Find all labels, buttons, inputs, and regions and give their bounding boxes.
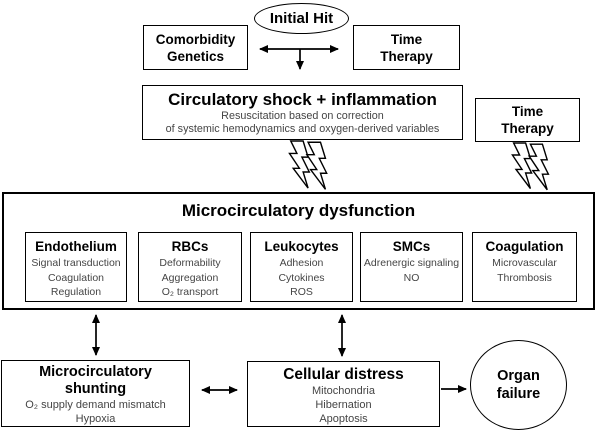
circulatory-shock-subtitle-line1: Resuscitation based on correction [221, 110, 384, 122]
leukocytes-item: ROS [290, 286, 313, 298]
cellular-distress-box: Cellular distress Mitochondria Hibernati… [247, 361, 440, 427]
rbcs-title: RBCs [171, 239, 209, 254]
comorbidity-genetics-box: Comorbidity Genetics [143, 25, 248, 70]
organ-failure-line1: Organ [497, 368, 540, 384]
time-therapy-right-line1: Time [511, 104, 544, 119]
microcirculatory-shunting-box: Microcirculatory shunting O₂ supply dema… [1, 360, 190, 427]
smcs-item: NO [403, 271, 420, 284]
cellular-distress-item: Mitochondria [312, 385, 375, 397]
leukocytes-item: Cytokines [278, 271, 325, 284]
leukocytes-title: Leukocytes [264, 239, 339, 254]
initial-hit-label: Initial Hit [269, 10, 334, 27]
organ-failure-node: Organ failure [470, 340, 567, 430]
coagulation-item: Thrombosis [497, 271, 552, 284]
smcs-box: SMCs Adrenergic signaling NO [360, 232, 463, 302]
initial-hit-node: Initial Hit [254, 3, 349, 34]
microcirculatory-dysfunction-title: Microcirculatory dysfunction [181, 201, 416, 220]
lightning-bolt-icon [512, 143, 548, 190]
endothelium-title: Endothelium [35, 239, 117, 254]
rbcs-item: Aggregation [161, 271, 219, 284]
comorbidity-label-line1: Comorbidity [155, 31, 236, 47]
rbcs-item: Deformability [159, 257, 221, 269]
leukocytes-item: Adhesion [279, 257, 324, 269]
cellular-distress-title: Cellular distress [283, 366, 404, 383]
smcs-title: SMCs [392, 239, 431, 254]
coagulation-box: Coagulation Microvascular Thrombosis [472, 232, 577, 302]
shunting-title-line2: shunting [64, 381, 127, 397]
endothelium-item: Coagulation [47, 271, 105, 284]
endothelium-item: Regulation [50, 286, 102, 298]
organ-failure-line2: failure [496, 386, 541, 402]
coagulation-item: Microvascular [492, 257, 557, 269]
coagulation-title: Coagulation [485, 239, 564, 254]
time-therapy-right-box: Time Therapy [475, 98, 580, 142]
circulatory-shock-subtitle-line2: of systemic hemodynamics and oxygen-deri… [165, 123, 440, 135]
circulatory-shock-title: Circulatory shock + inflammation [168, 90, 437, 109]
comorbidity-label-line2: Genetics [166, 48, 225, 64]
rbcs-box: RBCs Deformability Aggregation O₂ transp… [138, 232, 242, 302]
lightning-bolt-icon [289, 141, 326, 189]
shunting-item: O₂ supply demand mismatch [25, 399, 166, 411]
time-therapy-top-line1: Time [390, 31, 423, 47]
leukocytes-box: Leukocytes Adhesion Cytokines ROS [250, 232, 353, 302]
rbcs-item: O₂ transport [161, 286, 219, 298]
cellular-distress-item: Hibernation [315, 399, 372, 411]
time-therapy-top-line2: Therapy [380, 48, 433, 64]
circulatory-shock-box: Circulatory shock + inflammation Resusci… [142, 85, 463, 140]
time-therapy-top-box: Time Therapy [353, 25, 460, 70]
cellular-distress-item: Apoptosis [319, 413, 368, 425]
time-therapy-right-line2: Therapy [501, 121, 554, 136]
endothelium-item: Signal transduction [31, 257, 121, 269]
endothelium-box: Endothelium Signal transduction Coagulat… [25, 232, 127, 302]
smcs-item: Adrenergic signaling [363, 257, 460, 269]
organ-failure-label: Organ failure [497, 367, 541, 403]
shunting-title-line1: Microcirculatory [39, 364, 152, 380]
shunting-item: Hypoxia [75, 413, 116, 425]
